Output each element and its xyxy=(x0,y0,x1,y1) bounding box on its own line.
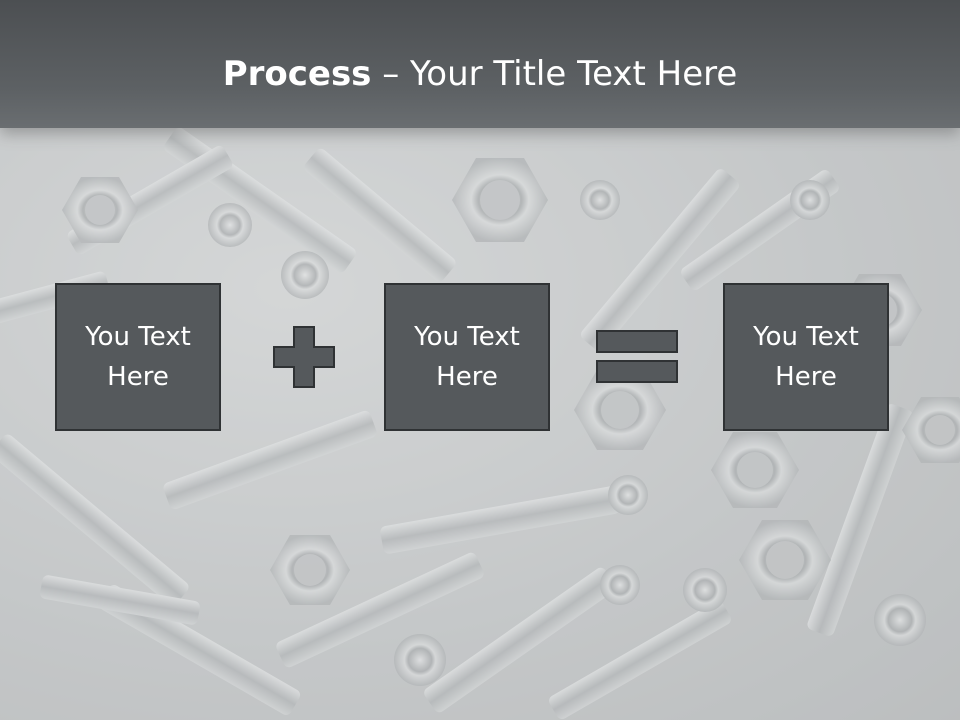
process-box-1: You Text Here xyxy=(55,283,221,431)
title-regular-part: – Your Title Text Here xyxy=(371,54,738,94)
equals-icon xyxy=(596,330,678,383)
title-bar: Process – Your Title Text Here xyxy=(0,0,960,128)
process-box-2: You Text Here xyxy=(384,283,550,431)
title-bold-part: Process xyxy=(222,54,372,94)
process-box-3: You Text Here xyxy=(723,283,889,431)
slide-title: Process – Your Title Text Here xyxy=(0,52,960,96)
process-box-2-text: You Text Here xyxy=(414,322,520,392)
process-box-1-text: You Text Here xyxy=(85,322,191,392)
plus-icon xyxy=(273,326,335,388)
process-box-3-text: You Text Here xyxy=(753,322,859,392)
